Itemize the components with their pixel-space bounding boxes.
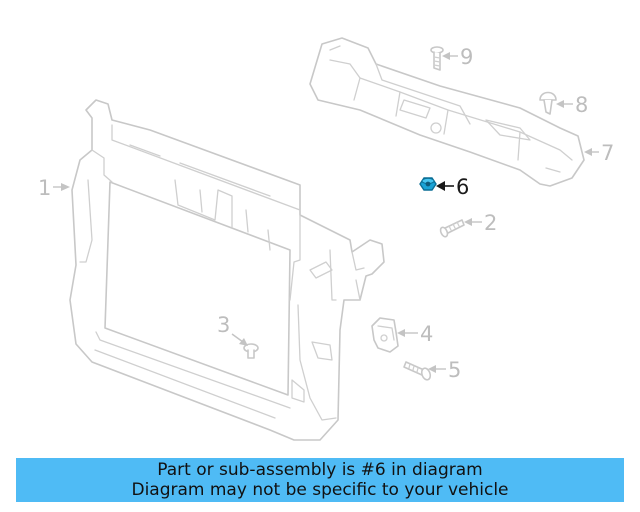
callout-1: 1 xyxy=(38,176,70,200)
bolt-part-9 xyxy=(430,46,444,71)
svg-text:7: 7 xyxy=(601,141,614,165)
svg-text:5: 5 xyxy=(448,358,461,382)
bracket-part-4 xyxy=(371,317,399,353)
svg-text:4: 4 xyxy=(420,322,433,346)
svg-text:6: 6 xyxy=(456,175,469,199)
bolt-part-2 xyxy=(439,219,465,238)
clip-part-8 xyxy=(539,91,557,115)
callout-5: 5 xyxy=(428,358,461,382)
banner-line-disclaimer: Diagram may not be specific to your vehi… xyxy=(131,480,509,500)
svg-text:8: 8 xyxy=(575,93,588,117)
svg-text:1: 1 xyxy=(38,176,51,200)
parts-diagram: 1 2 3 4 5 6 7 8 xyxy=(38,37,614,441)
callout-2: 2 xyxy=(464,211,497,235)
callout-6: 6 xyxy=(436,175,469,199)
bolt-part-5 xyxy=(403,361,432,381)
svg-text:3: 3 xyxy=(217,313,230,337)
callout-7: 7 xyxy=(584,141,614,165)
radiator-support-frame xyxy=(69,99,385,441)
callout-9: 9 xyxy=(442,45,473,69)
diagram-note-banner: Part or sub-assembly is #6 in diagram Di… xyxy=(16,458,624,502)
callout-4: 4 xyxy=(397,322,433,346)
callout-3: 3 xyxy=(217,313,248,346)
upper-cover-panel xyxy=(309,37,585,187)
callout-8: 8 xyxy=(556,93,588,117)
nut-part-6 xyxy=(419,177,437,191)
svg-text:9: 9 xyxy=(460,45,473,69)
screw-part-3 xyxy=(243,343,259,359)
svg-text:2: 2 xyxy=(484,211,497,235)
banner-line-part: Part or sub-assembly is #6 in diagram xyxy=(157,460,483,480)
